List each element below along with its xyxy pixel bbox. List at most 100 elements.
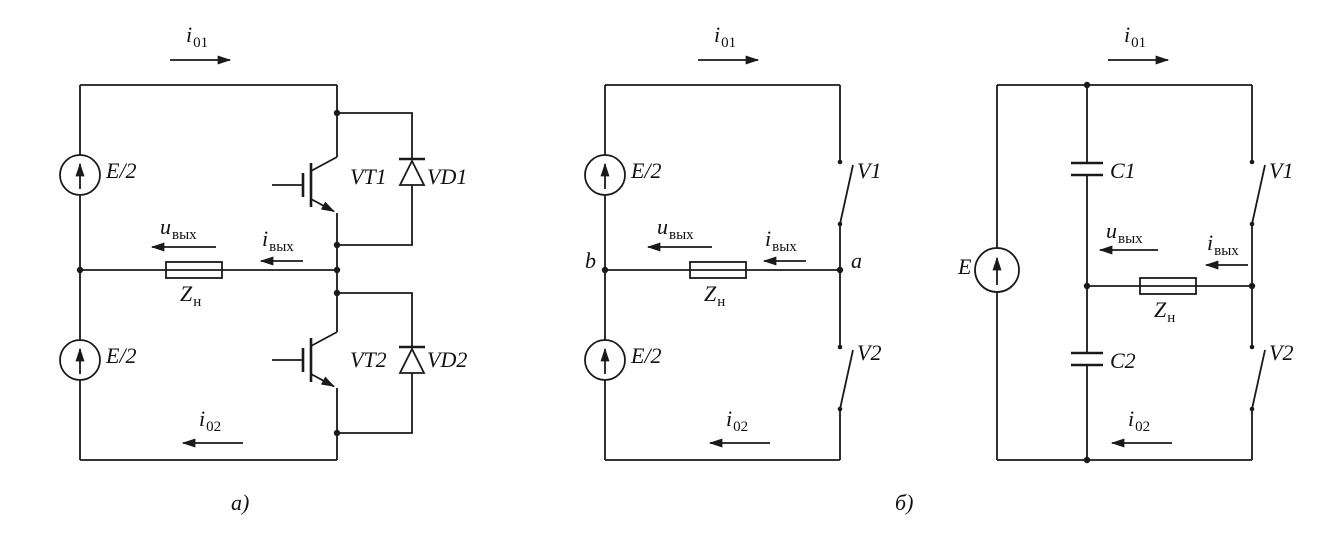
label-base: Z (1154, 297, 1167, 322)
label-e-half-lower-b: E/2 (631, 343, 662, 368)
label-c2: C2 (1110, 348, 1136, 373)
label-vd2: VD2 (427, 347, 468, 372)
label-sub: вых (172, 227, 197, 243)
label-sub: вых (1118, 231, 1143, 247)
label-base: Z (180, 281, 193, 306)
diode-vd1-icon (398, 157, 426, 186)
label-base: i (186, 22, 193, 47)
label-i02-b: i02 (726, 406, 748, 435)
label-base: u (160, 214, 171, 239)
label-sub: 01 (721, 35, 737, 51)
current-arrows (1098, 55, 1248, 448)
label-base: i (1128, 406, 1135, 431)
label-u-out-b: uвых (657, 214, 694, 243)
label-base: i (726, 406, 733, 431)
label-base: i (765, 226, 772, 251)
label-u-out-c: uвых (1106, 218, 1143, 247)
label-sub: 01 (1131, 35, 1147, 51)
label-sub: вых (269, 239, 294, 255)
label-vd1: VD1 (427, 164, 468, 189)
label-v1-c: V1 (1269, 158, 1294, 183)
label-z-load-a: Zн (180, 281, 201, 310)
voltage-source-e-half-lower-icon (59, 339, 101, 381)
label-sub: н (717, 294, 726, 310)
label-i02-a: i02 (199, 406, 221, 435)
junction-dot (1083, 282, 1091, 290)
label-i-out-a: iвых (262, 226, 294, 255)
label-sub: 02 (206, 419, 222, 435)
load-zn-box (1139, 277, 1197, 295)
current-arrows (150, 55, 303, 448)
label-u-out-a: uвых (160, 214, 197, 243)
label-base: i (262, 226, 269, 251)
current-arrows (646, 55, 806, 448)
label-i01-b: i01 (714, 22, 736, 51)
junction-dot (333, 429, 341, 437)
circuit-c (974, 55, 1266, 464)
label-sub: н (1167, 310, 1176, 326)
voltage-source-e-half-upper-icon (584, 154, 626, 196)
junction-dot (333, 266, 341, 274)
load-zn-box (689, 261, 747, 279)
label-z-load-c: Zн (1154, 297, 1175, 326)
label-i01-a: i01 (186, 22, 208, 51)
label-vt2: VT2 (350, 347, 387, 372)
circuit-b (584, 55, 854, 461)
junction-dot (76, 266, 84, 274)
label-node-b: b (585, 248, 596, 273)
label-e-c: E (958, 254, 972, 279)
junction-dot (1083, 456, 1091, 464)
label-c1: C1 (1110, 158, 1136, 183)
label-i-out-c: iвых (1207, 230, 1239, 259)
wires (604, 84, 841, 461)
label-base: u (657, 214, 668, 239)
label-sub: вых (1214, 243, 1239, 259)
label-sub: вых (772, 239, 797, 255)
igbt-vt2-icon (272, 331, 338, 388)
caption-a: а) (231, 490, 250, 515)
label-sub: 02 (733, 419, 749, 435)
capacitor-c1-icon (1071, 161, 1103, 177)
label-e-half-upper-b: E/2 (631, 158, 662, 183)
label-base: i (1124, 22, 1131, 47)
label-base: u (1106, 218, 1117, 243)
junction-dots (601, 266, 844, 274)
capacitor-c2-icon (1071, 351, 1103, 367)
label-i01-c: i01 (1124, 22, 1146, 51)
label-i-out-b: iвых (765, 226, 797, 255)
switch-v1-icon (837, 159, 854, 227)
label-sub: 02 (1135, 419, 1151, 435)
label-base: Z (704, 281, 717, 306)
label-e-half-lower-a: E/2 (106, 343, 137, 368)
label-vt1: VT1 (350, 164, 387, 189)
switch-v2-icon (1249, 344, 1266, 412)
junction-dots (76, 109, 341, 437)
voltage-source-e-half-upper-icon (59, 154, 101, 196)
junction-dot (1083, 81, 1091, 89)
label-z-load-b: Zн (704, 281, 725, 310)
node-b-dot (601, 266, 609, 274)
junction-dot (1248, 282, 1256, 290)
junction-dot (333, 241, 341, 249)
junction-dot (333, 109, 341, 117)
voltage-source-e-icon (974, 247, 1020, 293)
label-base: i (199, 406, 206, 431)
label-v1-b: V1 (857, 158, 882, 183)
switch-v2-icon (837, 344, 854, 412)
load-zn-box (165, 261, 223, 279)
label-node-a: a (851, 248, 862, 273)
voltage-source-e-half-lower-icon (584, 339, 626, 381)
label-sub: вых (669, 227, 694, 243)
label-i02-c: i02 (1128, 406, 1150, 435)
caption-b: б) (895, 490, 914, 515)
label-base: i (714, 22, 721, 47)
wires (79, 84, 413, 461)
switch-v1-icon (1249, 159, 1266, 227)
junction-dots (1083, 81, 1256, 464)
node-a-dot (836, 266, 844, 274)
label-base: i (1207, 230, 1214, 255)
wires (996, 84, 1253, 461)
label-v2-b: V2 (857, 340, 882, 365)
